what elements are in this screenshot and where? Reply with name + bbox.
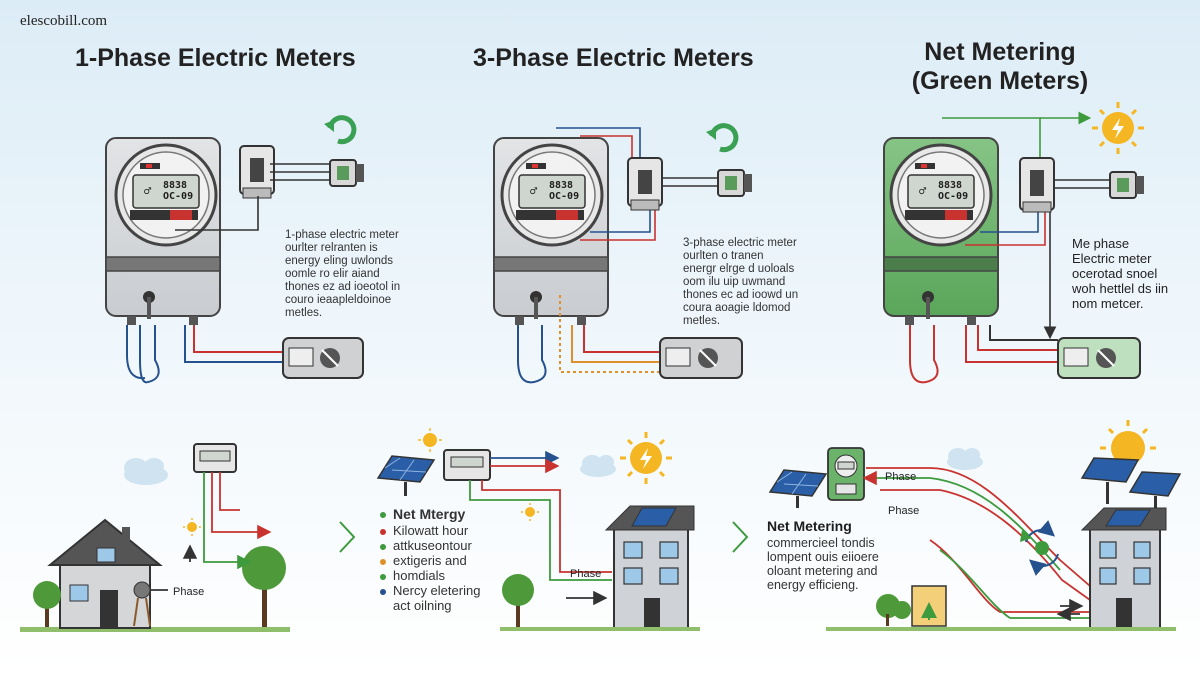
panel-1-description: 1-phase electric meter ourlter relranten… — [285, 229, 401, 319]
panel-2-description: 3-phase electric meter ourlten o tranen … — [683, 237, 799, 327]
bullet-item: homdials — [380, 568, 480, 583]
scene-3-small-building — [911, 585, 947, 627]
scene-3-green-meter — [827, 447, 865, 501]
panel-3-breaker-switch — [1057, 337, 1141, 379]
scene-2-sun-icon — [620, 432, 672, 484]
svg-text:♂: ♂ — [530, 184, 537, 198]
bullet-dot — [380, 558, 386, 565]
bullet-title-row: Net Mtergy — [380, 507, 480, 522]
panel-2-plug — [717, 169, 752, 197]
panel-2-title: 3-Phase Electric Meters — [473, 44, 754, 72]
panel-3-description: Me phase Electric meter ocerotad snoel w… — [1072, 236, 1169, 311]
scene-3-title: Net Metering — [767, 518, 852, 534]
scene-1-tree-right — [242, 546, 286, 627]
panel-3-breaker — [1019, 157, 1055, 213]
panel-1-refresh-icon — [324, 115, 357, 145]
panel-2-meter: ♂ — [493, 137, 609, 325]
bullet-item: Nercy eletering — [380, 583, 480, 598]
panel-2-breaker — [627, 157, 663, 211]
bullet-title: Net Mtergy — [393, 506, 466, 522]
scene-1-cloud-icon — [124, 458, 168, 485]
scene-3-text: commercieel tondis lompent ouis eiioere … — [767, 536, 879, 592]
svg-text:♂: ♂ — [144, 184, 151, 198]
scene-3-phase-label-1: Phase — [885, 471, 917, 483]
scene-2-small-sun-icon — [418, 428, 442, 452]
scene-3-building — [1080, 507, 1167, 629]
panel-1-meter-display: 8838 OC-09 — [163, 180, 194, 202]
bullet-item: attkuseontour — [380, 538, 480, 553]
scene-1-tree-left — [33, 581, 61, 627]
bullet-item: act oilning — [393, 598, 452, 613]
bullet-dot — [380, 512, 386, 519]
panel-2-refresh-icon — [706, 123, 739, 153]
panel-3-title: Net Metering (Green Meters) — [911, 38, 1089, 95]
scene-2-meter-box — [443, 449, 491, 481]
panel-2-breaker-switch — [659, 337, 743, 379]
scene-2-ground — [500, 627, 700, 631]
scene-3-cloud-icon — [947, 448, 983, 470]
site-name: elescobill.com — [20, 13, 108, 29]
chevron-right-icon-1 — [339, 521, 356, 553]
scene-2-building — [604, 505, 695, 631]
scene-3-solar-panel-3 — [1128, 471, 1182, 508]
panel-3-meter-display: 8838 OC-09 — [938, 180, 969, 202]
scene-2-solar-panel — [376, 455, 436, 496]
scene-3-trees — [876, 594, 911, 626]
scene-1-pole-meter — [133, 581, 151, 627]
panel-3-green-meter: ♂ — [883, 137, 999, 325]
scene-3-solar-panel-2 — [1080, 457, 1140, 504]
panel-1-meter: ♂ — [105, 137, 221, 325]
scene-3-phase-label-2: Phase — [888, 505, 920, 517]
panel-1-title: 1-Phase Electric Meters — [75, 44, 356, 72]
bullet-item: Kilowatt hour — [380, 523, 480, 538]
scene-2-cloud-icon — [580, 455, 616, 477]
bullet-dot — [380, 528, 386, 535]
scene-2-phase-label: Phase — [570, 568, 602, 580]
scene-1-house — [47, 518, 163, 629]
scene-3-sun-icon — [1100, 420, 1156, 465]
scene-2-bullet-list: Net Mtergy Kilowatt hour attkuseontour e… — [380, 507, 480, 613]
bullet-item: extigeris and — [380, 553, 480, 568]
panel-1-breaker — [239, 145, 275, 199]
scene-1-ground — [20, 627, 290, 632]
scene-3-ground — [826, 627, 1176, 631]
panel-1-breaker-switch — [282, 337, 364, 379]
scene-1-meter-box — [193, 443, 237, 473]
bullet-dot — [380, 588, 386, 595]
scene-1-phase-label: Phase — [173, 586, 205, 598]
panel-1-plug — [329, 159, 364, 187]
scene-3-solar-panel — [768, 469, 828, 508]
bullet-dot — [380, 573, 386, 580]
scene-2-small-sun-icon-2 — [521, 503, 539, 521]
panel-3-plug — [1109, 171, 1144, 199]
panel-2-meter-display: 8838 OC-09 — [549, 180, 580, 202]
panel-3-sun-icon — [1092, 102, 1144, 154]
chevron-right-icon-2 — [732, 521, 749, 553]
scene-3-eco-recycle-icon — [1020, 520, 1059, 576]
svg-text:♂: ♂ — [919, 184, 926, 198]
scene-1-small-sun-icon — [183, 518, 201, 536]
bullet-dot — [380, 543, 386, 550]
scene-2-tree — [502, 574, 534, 628]
